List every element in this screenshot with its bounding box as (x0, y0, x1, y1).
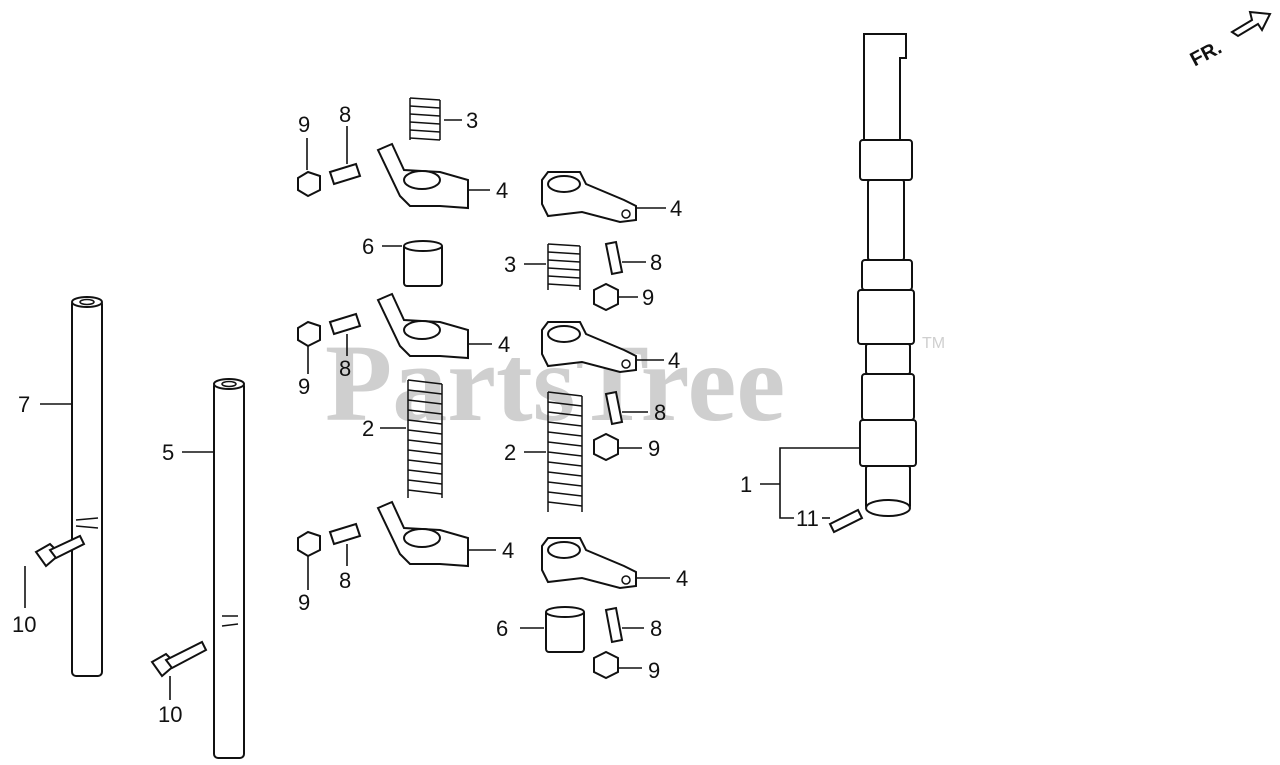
callout-9: 9 (642, 285, 654, 310)
callout-9: 9 (298, 374, 310, 399)
bolt-10-upper (34, 534, 86, 568)
lock-nut-9-d (593, 282, 619, 312)
collar-6-lower (545, 606, 585, 653)
lock-nut-9-b (297, 320, 321, 348)
callout-4: 4 (496, 178, 508, 203)
callout-8: 8 (339, 356, 351, 381)
callout-7: 7 (18, 392, 30, 417)
callout-labels: 9 8 3 4 4 6 3 8 9 4 4 9 8 2 8 2 9 4 4 9 … (12, 102, 819, 727)
adjusting-screw-8-e (604, 390, 624, 426)
front-label: FR. (1187, 37, 1226, 72)
adjusting-screw-8-f (604, 606, 624, 644)
camshaft-1 (857, 33, 917, 517)
callout-9: 9 (298, 112, 310, 137)
adjusting-screw-8-d (604, 240, 624, 276)
dowel-pin-11 (828, 508, 864, 534)
spring-2-left (407, 379, 443, 498)
callout-4: 4 (498, 332, 510, 357)
lock-nut-9-e (593, 432, 619, 462)
lock-nut-9-f (593, 650, 619, 680)
callout-4: 4 (668, 348, 680, 373)
front-direction-indicator: FR. (1187, 10, 1272, 72)
rocker-arm-4-right-bottom (541, 537, 637, 590)
callout-8: 8 (650, 616, 662, 641)
callout-8: 8 (339, 102, 351, 127)
callout-10: 10 (12, 612, 36, 637)
callout-4: 4 (502, 538, 514, 563)
callout-2: 2 (362, 416, 374, 441)
watermark-trademark: TM (922, 335, 945, 352)
adjusting-screw-8-c (328, 522, 362, 546)
lock-nut-9-a (297, 170, 321, 198)
rocker-arm-4-left-bottom (376, 500, 469, 568)
callout-8: 8 (650, 250, 662, 275)
spring-3-upper (409, 97, 441, 141)
callout-1: 1 (740, 472, 752, 497)
callout-4: 4 (670, 196, 682, 221)
callout-2: 2 (504, 440, 516, 465)
callout-9: 9 (648, 658, 660, 683)
adjusting-screw-8-a (328, 162, 362, 186)
callout-9: 9 (298, 590, 310, 615)
rocker-arm-4-right-top (541, 171, 637, 224)
callout-9: 9 (648, 436, 660, 461)
callout-3: 3 (466, 108, 478, 133)
rocker-shaft-5 (213, 378, 245, 759)
bolt-10-lower (150, 640, 208, 678)
callout-3: 3 (504, 252, 516, 277)
collar-6-upper (403, 240, 443, 287)
rocker-shaft-7 (71, 296, 103, 677)
callout-10: 10 (158, 702, 182, 727)
leader-lines (24, 119, 860, 700)
adjusting-screw-8-b (328, 312, 362, 336)
lock-nut-9-c (297, 530, 321, 558)
callout-4: 4 (676, 566, 688, 591)
callout-5: 5 (162, 440, 174, 465)
spring-3-middle (547, 243, 581, 290)
rocker-arm-4-right-middle (541, 321, 637, 374)
callout-8: 8 (339, 568, 351, 593)
rocker-arm-4-left-top (376, 142, 469, 210)
callout-11: 11 (796, 506, 819, 531)
spring-2-right (547, 391, 583, 512)
callout-6: 6 (496, 616, 508, 641)
callout-8: 8 (654, 400, 666, 425)
callout-6: 6 (362, 234, 374, 259)
front-arrow-icon (1230, 10, 1272, 38)
